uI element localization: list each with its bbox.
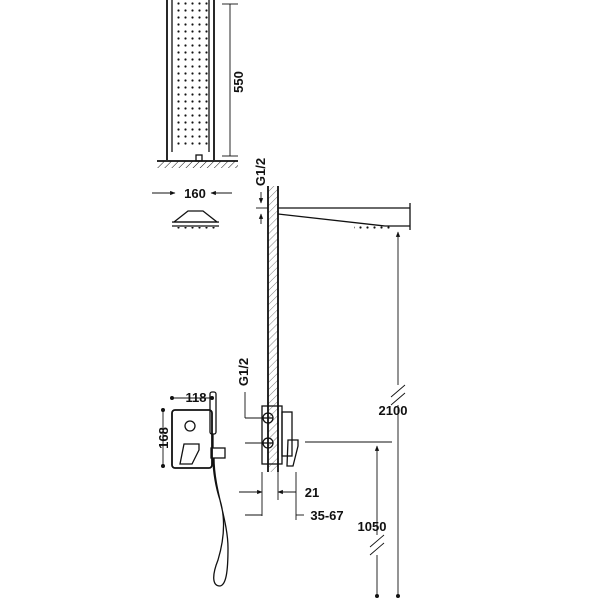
panel-base xyxy=(157,160,238,168)
shower-holder xyxy=(210,447,226,459)
dimension-line-panel-height xyxy=(222,3,238,157)
dimension-label-faceplate-width: 118 xyxy=(186,390,207,405)
dimension-label-panel-height: 550 xyxy=(231,71,246,93)
dimension-line-thread-top xyxy=(256,192,268,224)
shower-panel xyxy=(166,0,215,162)
dimension-label-head-width: 160 xyxy=(184,186,206,201)
panel-dot-field xyxy=(173,0,209,148)
mixer-lever xyxy=(179,443,200,465)
shower-head xyxy=(172,210,219,231)
diverter-knob xyxy=(184,420,196,432)
hand-shower xyxy=(209,391,217,448)
dimension-line-faceplate-height xyxy=(161,408,165,468)
dimension-line-head-height xyxy=(390,231,406,598)
dimension-line-wall-depth xyxy=(245,472,304,520)
dimension-label-wall-offset: 21 xyxy=(305,485,319,500)
dimension-label-faceplate-height: 168 xyxy=(156,427,171,449)
dimension-line-faceplate-width xyxy=(170,396,214,400)
dimension-label-head-height: 2100 xyxy=(379,403,408,418)
hand-shower-hose xyxy=(212,457,229,587)
dimension-line-wall-offset xyxy=(239,472,296,516)
dimension-label-mixer-height: 1050 xyxy=(358,519,387,534)
dimension-line-thread-mixer xyxy=(244,392,262,444)
dimension-line-mixer-height xyxy=(305,441,392,598)
wall-section xyxy=(267,186,279,472)
dimension-label-wall-depth: 35-67 xyxy=(310,508,343,523)
mixer-faceplate xyxy=(171,409,213,469)
dimension-label-thread-mixer: G1/2 xyxy=(236,358,251,386)
diverter-valve xyxy=(261,405,299,467)
dimension-label-thread-top: G1/2 xyxy=(253,158,268,186)
rain-shower-arm xyxy=(277,203,411,230)
